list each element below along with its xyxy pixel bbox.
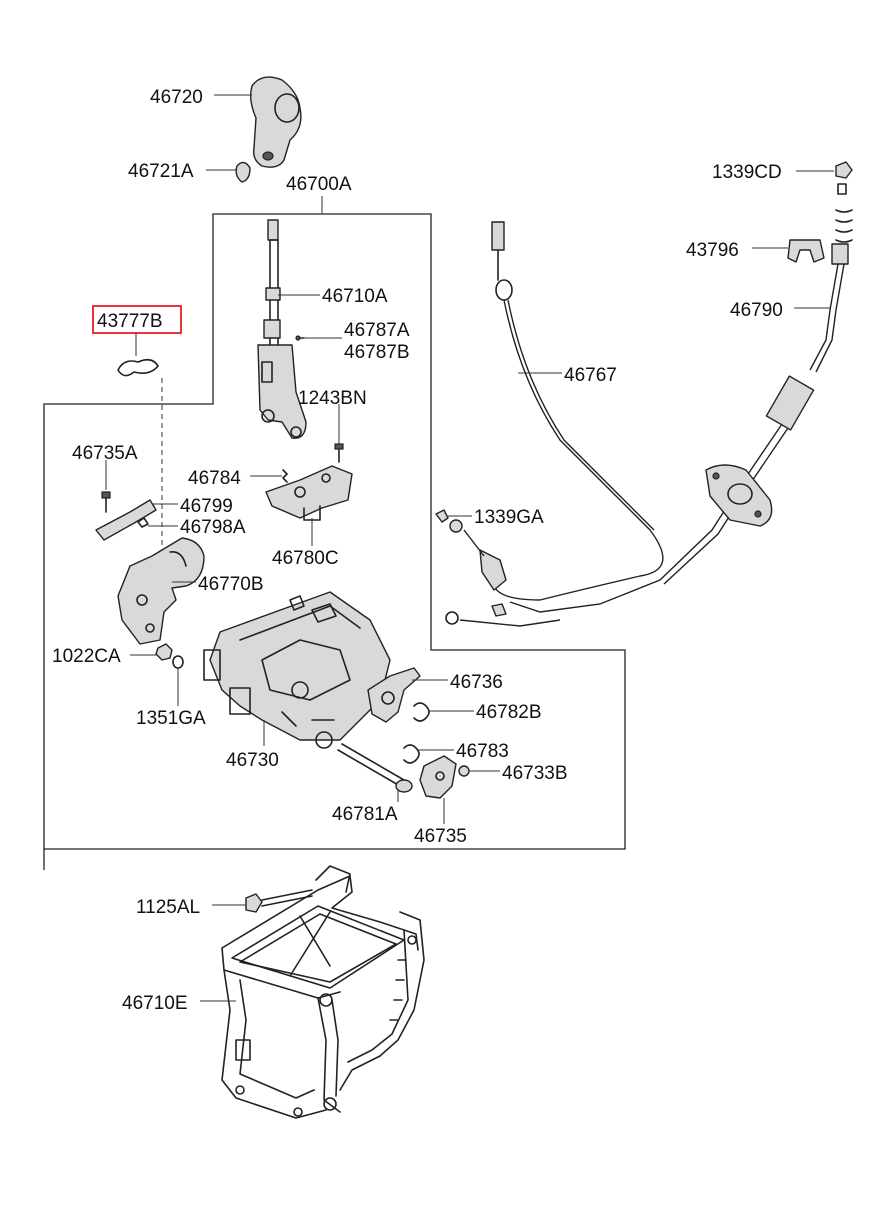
highlight-box-43777B bbox=[92, 305, 182, 334]
control-cable-46767-part[interactable] bbox=[445, 221, 664, 627]
label-46784[interactable]: 46784 bbox=[188, 468, 241, 489]
pin-46781a-part[interactable] bbox=[337, 743, 413, 793]
label-46721A[interactable]: 46721A bbox=[128, 161, 194, 182]
label-1125AL[interactable]: 1125AL bbox=[136, 897, 200, 918]
label-1243BN[interactable]: 1243BN bbox=[298, 388, 367, 409]
label-46735A[interactable]: 46735A bbox=[72, 443, 138, 464]
label-46799[interactable]: 46799 bbox=[180, 496, 233, 517]
cable-grommet-plate[interactable] bbox=[705, 464, 773, 527]
label-46733B[interactable]: 46733B bbox=[502, 763, 568, 784]
label-46730[interactable]: 46730 bbox=[226, 750, 279, 771]
spring-46783-part[interactable] bbox=[403, 744, 420, 764]
label-46780C[interactable]: 46780C bbox=[272, 548, 339, 569]
label-46710E[interactable]: 46710E bbox=[122, 993, 188, 1014]
screw-1243bn-part[interactable] bbox=[334, 443, 344, 463]
lever-pin-part[interactable] bbox=[295, 335, 305, 341]
washer-1351ga-part[interactable] bbox=[172, 655, 184, 669]
nut-1022ca-part[interactable] bbox=[155, 643, 173, 661]
lever-bracket-part[interactable] bbox=[117, 537, 205, 645]
base-housing-part[interactable] bbox=[203, 591, 391, 749]
nut-46733b-part[interactable] bbox=[458, 765, 470, 777]
label-1351GA[interactable]: 1351GA bbox=[136, 708, 206, 729]
bolt-46735a-part[interactable] bbox=[101, 491, 111, 513]
label-46787A[interactable]: 46787A bbox=[344, 320, 410, 341]
label-46720[interactable]: 46720 bbox=[150, 87, 203, 108]
label-46735[interactable]: 46735 bbox=[414, 826, 467, 847]
label-1339CD[interactable]: 1339CD bbox=[712, 162, 782, 183]
label-43777B[interactable]: 43777B bbox=[97, 311, 163, 332]
label-1022CA[interactable]: 1022CA bbox=[52, 646, 121, 667]
bolt-1125al-part[interactable] bbox=[245, 889, 313, 913]
label-46790[interactable]: 46790 bbox=[730, 300, 783, 321]
spring-46782b-part[interactable] bbox=[413, 702, 430, 722]
shift-cable-46790-part[interactable] bbox=[509, 209, 853, 613]
assembly-frame-outline bbox=[43, 213, 626, 850]
shift-lever-part[interactable] bbox=[257, 219, 307, 439]
lock-clip-part[interactable] bbox=[117, 358, 159, 377]
part-46798a[interactable] bbox=[137, 517, 149, 528]
spring-46784-part[interactable] bbox=[282, 469, 288, 483]
label-46770B[interactable]: 46770B bbox=[198, 574, 264, 595]
label-46782B[interactable]: 46782B bbox=[476, 702, 542, 723]
label-46787B[interactable]: 46787B bbox=[344, 342, 410, 363]
mounting-bracket-46710e-part[interactable] bbox=[221, 865, 425, 1119]
label-46710A[interactable]: 46710A bbox=[322, 286, 388, 307]
clip-43796-part[interactable] bbox=[787, 239, 825, 263]
knob-clip-part[interactable] bbox=[235, 161, 251, 183]
label-46798A[interactable]: 46798A bbox=[180, 517, 246, 538]
label-43796[interactable]: 43796 bbox=[686, 240, 739, 261]
label-46700A[interactable]: 46700A bbox=[286, 174, 352, 195]
bracket-46799-part[interactable] bbox=[95, 499, 157, 541]
detent-plate-part[interactable] bbox=[265, 465, 353, 521]
label-1339GA[interactable]: 1339GA bbox=[474, 507, 544, 528]
label-46781A[interactable]: 46781A bbox=[332, 804, 398, 825]
nut-1339ga-part[interactable] bbox=[435, 509, 463, 533]
label-46783[interactable]: 46783 bbox=[456, 741, 509, 762]
label-46736[interactable]: 46736 bbox=[450, 672, 503, 693]
label-46767[interactable]: 46767 bbox=[564, 365, 617, 386]
part-46736[interactable] bbox=[367, 667, 421, 723]
nut-1339cd-part[interactable] bbox=[835, 161, 853, 195]
shift-knob-part[interactable] bbox=[249, 76, 302, 168]
bracket-46735-part[interactable] bbox=[419, 755, 457, 799]
